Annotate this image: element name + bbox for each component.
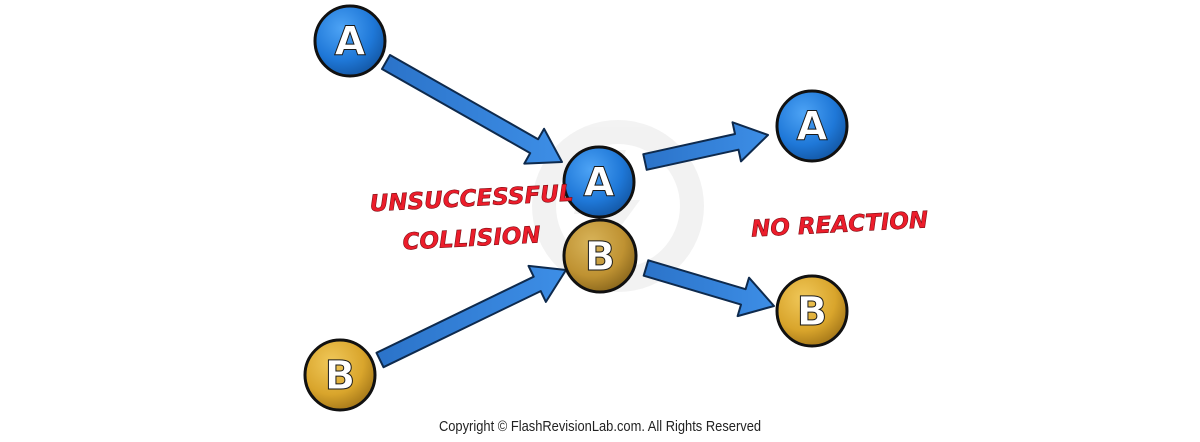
particle-b-start-circle xyxy=(303,338,377,412)
particle-b-end-circle xyxy=(775,274,849,348)
particle-b-start: B xyxy=(303,338,377,412)
arrow-b-incoming xyxy=(375,264,567,369)
particle-a-end: A xyxy=(775,89,849,163)
particle-a-end-label: A xyxy=(797,104,828,150)
arrow-b-outgoing xyxy=(642,259,775,318)
no-reaction-label: NO REACTION xyxy=(750,207,928,242)
particle-b-collision: B xyxy=(562,218,638,294)
particle-a-collision-label: A xyxy=(584,160,615,206)
particle-b-start-label: B xyxy=(325,353,356,399)
particle-a-end-circle xyxy=(775,89,849,163)
particle-b-collision-circle xyxy=(562,218,638,294)
arrow-a-outgoing xyxy=(642,121,769,171)
particle-a-start: A xyxy=(313,4,387,78)
particle-a-start-label: A xyxy=(335,19,366,65)
particle-b-end-label: B xyxy=(797,289,828,335)
copyright-footer: Copyright © FlashRevisionLab.com. All Ri… xyxy=(438,418,762,435)
particle-a-start-circle xyxy=(313,4,387,78)
particle-b-end: B xyxy=(775,274,849,348)
particle-a-collision-circle xyxy=(562,145,636,219)
collision-label: COLLISION xyxy=(402,222,541,255)
particle-a-collision: A xyxy=(562,145,636,219)
particle-b-collision-label: B xyxy=(585,234,616,280)
arrow-a-incoming xyxy=(381,54,563,165)
